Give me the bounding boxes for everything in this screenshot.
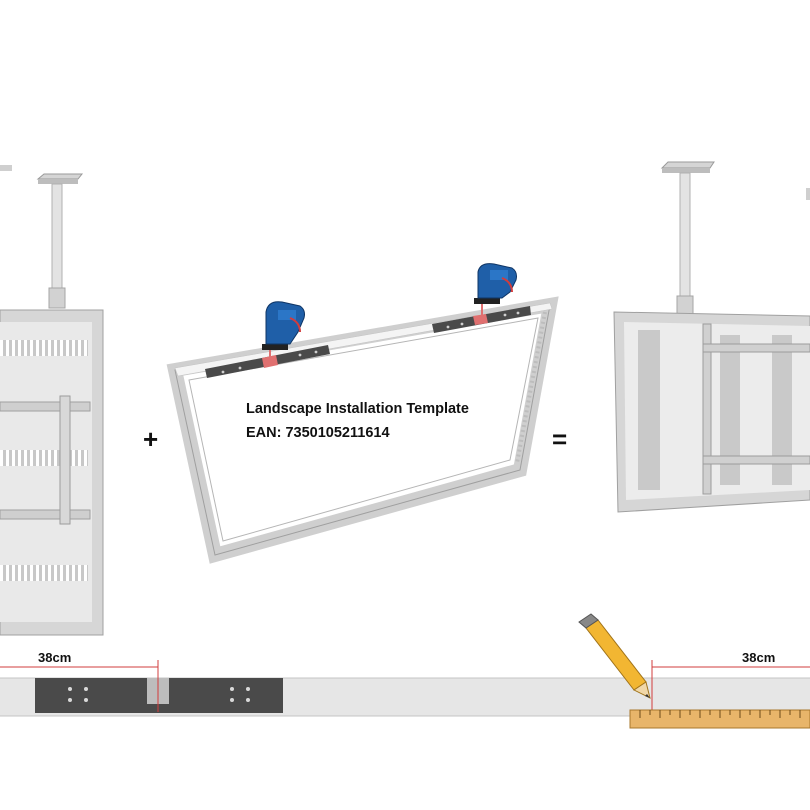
left-screen-assembly [0,165,104,636]
right-screen-assembly [613,161,810,513]
pencil-icon [578,613,651,699]
template-bar-right [432,306,531,333]
screen-enclosure-mounted [613,311,810,513]
template-bar-left [205,345,330,378]
template-ean: EAN: 7350105211614 [246,425,390,441]
ceiling-mount-icon [660,161,715,315]
plus-operator: + [143,424,159,454]
measurement-right: 38cm [742,650,776,665]
ceiling-mount-icon [0,165,12,171]
ruler-icon [629,709,810,729]
jigsaw-icon [474,263,517,318]
equals-operator: = [552,424,568,454]
dimension-line-right [651,660,810,712]
template-bar-on-wall [35,678,283,713]
template-title: Landscape Installation Template [246,401,469,417]
ceiling-mount-icon [36,173,84,309]
screen-enclosure-back [0,309,104,636]
dimension-line-left [0,660,159,712]
jigsaw-icon [262,301,305,362]
measurement-left: 38cm [38,650,72,665]
